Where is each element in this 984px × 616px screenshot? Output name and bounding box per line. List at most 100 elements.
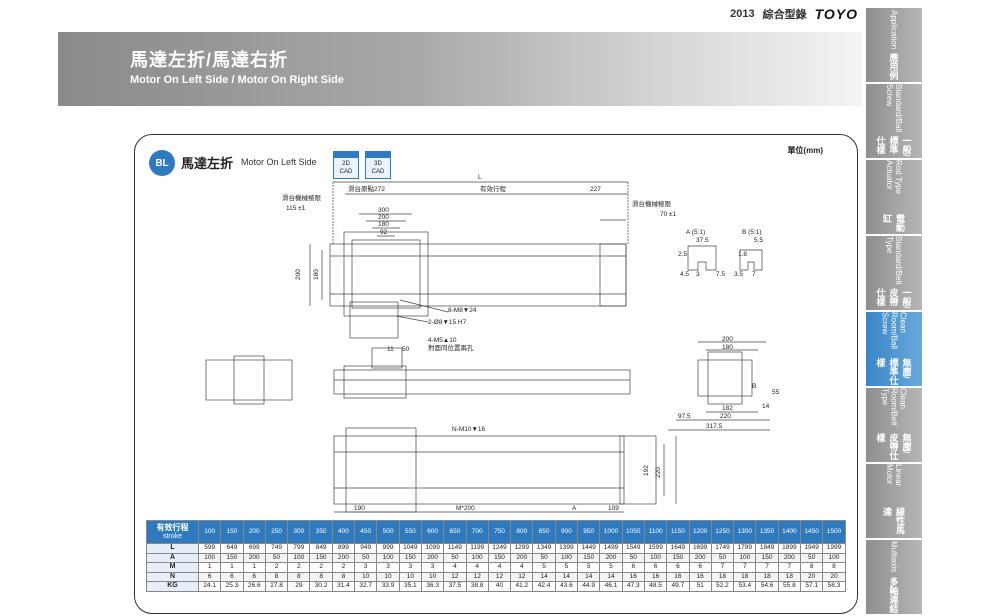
table-cell: 8 [822,562,846,573]
table-cell: 57.1 [800,581,824,592]
unit-label: 單位(mm) [787,146,823,155]
table-cell: 30.2 [309,581,333,592]
table-cell: 55.8 [777,581,802,592]
table-cell: 649 [220,543,244,554]
top-view-motor [349,301,399,339]
table-cell: 100 [376,552,400,563]
table-cell: 1899 [777,543,802,554]
table-cell: 3 [398,562,422,573]
stroke-header: 有效行程 stroke [146,520,199,544]
end-975: 97.5 [678,413,691,420]
end-55: 55 [772,389,780,396]
sidebar-tab-sublabel: Multiaxis [889,541,899,573]
table-cell: 25.3 [220,581,244,592]
table-cell: 1299 [510,543,534,554]
table-cell: 6 [220,571,244,582]
stroke-column-header: 300 [287,520,311,544]
table-cell: 599 [197,543,222,554]
dim-origin: 滑台原點272 [348,184,385,193]
table-cell: 8 [309,571,333,582]
end-180: 180 [722,344,733,351]
table-cell: 16 [621,571,645,582]
table-cell: 10 [420,571,445,582]
detail-b-label: B (5:1) [742,229,762,236]
table-cell: 699 [242,543,266,554]
stroke-column-header: 750 [487,520,512,544]
stroke-column-header: 800 [510,520,534,544]
table-cell: 54.6 [755,581,779,592]
stroke-column-header: 950 [577,520,601,544]
table-cell: 52.2 [710,581,735,592]
table-cell: 8 [264,571,289,582]
table-cell: 12 [443,571,467,582]
table-cell: 14 [532,571,556,582]
limit-left-value: 115 ±1 [286,205,306,212]
detail-a [687,245,717,271]
stroke-column-header: 400 [331,520,356,544]
table-cell: 1 [220,562,244,573]
end-14: 14 [762,403,770,410]
row-label: A [146,552,199,563]
table-cell: 51 [688,581,712,592]
table-cell: 7 [755,562,779,573]
dim-300: 300 [378,207,389,214]
table-cell: 10 [376,571,400,582]
table-cell: 29 [287,581,311,592]
stroke-column-header: 250 [264,520,289,544]
stroke-column-header: 600 [420,520,445,544]
table-cell: 12 [487,571,512,582]
table-cell: 49.7 [666,581,690,592]
table-cell: 47.3 [621,581,645,592]
table-cell: 1499 [599,543,623,554]
end-220: 220 [720,413,731,420]
table-cell: 150 [398,552,422,563]
sidebar-tab-sublabel: Standard/Ball Screw [885,84,903,133]
table-cell: 18 [710,571,735,582]
table-cell: 6 [688,562,712,573]
sidebar-tab-sublabel: Rod Type Actuator [885,160,903,195]
table-cell: 3 [354,562,378,573]
stroke-column-header: 1100 [643,520,668,544]
stroke-column-header: 1400 [777,520,802,544]
table-cell: 53.4 [733,581,757,592]
table-cell: 749 [264,543,289,554]
table-cell: 200 [599,552,623,563]
table-cell: 2 [264,562,289,573]
row-label: N [146,571,199,582]
sidebar-tab-sublabel: Standard/Belt Type [885,236,903,285]
stroke-header-zh: 有效行程 [156,523,189,532]
table-cell: 50 [443,552,467,563]
detail-b-35: 3.5 [734,271,743,278]
table-cell: 899 [331,543,356,554]
stroke-column-header: 550 [398,520,422,544]
table-cell: 4 [510,562,534,573]
table-cell: 41.2 [510,581,534,592]
bottom-192: 192 [643,465,650,476]
dim-h200: 200 [295,269,302,280]
table-cell: 1449 [577,543,601,554]
table-cell: 1 [242,562,266,573]
table-cell: 32.7 [354,581,378,592]
cad-2d-button[interactable]: 2D CAD [333,151,359,179]
table-cell: 14 [599,571,623,582]
table-cell: 1349 [532,543,556,554]
bolt-4m5: 4-M5▲10 [428,337,457,344]
model-badge: BL [149,150,175,176]
cad-2d-label-2: CAD [339,169,353,175]
cad-3d-button[interactable]: 3D CAD [365,151,391,179]
table-cell: 5 [599,562,623,573]
table-cell: 1099 [420,543,445,554]
table-cell: 999 [376,543,400,554]
table-cell: 1149 [443,543,467,554]
